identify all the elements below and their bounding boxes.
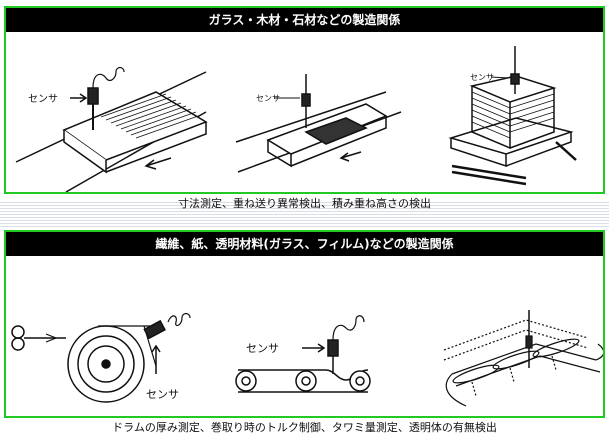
sensor-label: センサ — [470, 73, 494, 82]
diagram-fiber-paper-transparent: センサ センサ — [6, 256, 603, 416]
section-caption: 寸法測定、重ね送り異常検出、積み重ね高さの検出 — [0, 195, 609, 211]
illustration-plate-thickness — [16, 68, 206, 193]
sensor-label: センサ — [28, 93, 58, 105]
section-title: 繊維、紙、透明材料(ガラス、フィルム)などの製造関係 — [6, 232, 603, 256]
section-glass-wood-stone: ガラス・木材・石材などの製造関係 センサ — [4, 6, 605, 194]
illustration-transparent-presence — [444, 310, 603, 406]
section-title: ガラス・木材・石材などの製造関係 — [6, 8, 603, 32]
diagram-glass-wood-stone: センサ センサ — [6, 32, 603, 192]
sensor-label: センサ — [146, 388, 179, 401]
section-fiber-paper-transparent: 繊維、紙、透明材料(ガラス、フィルム)などの製造関係 センサ — [4, 230, 605, 418]
sensor-label: センサ — [256, 94, 280, 103]
illustration-stack-height — [451, 46, 576, 184]
sensor-label: センサ — [246, 342, 279, 355]
section-caption: ドラムの厚み測定、巻取り時のトルク制御、タワミ量測定、透明体の有無検出 — [0, 419, 609, 435]
illustration-overlap-detection — [236, 74, 401, 172]
